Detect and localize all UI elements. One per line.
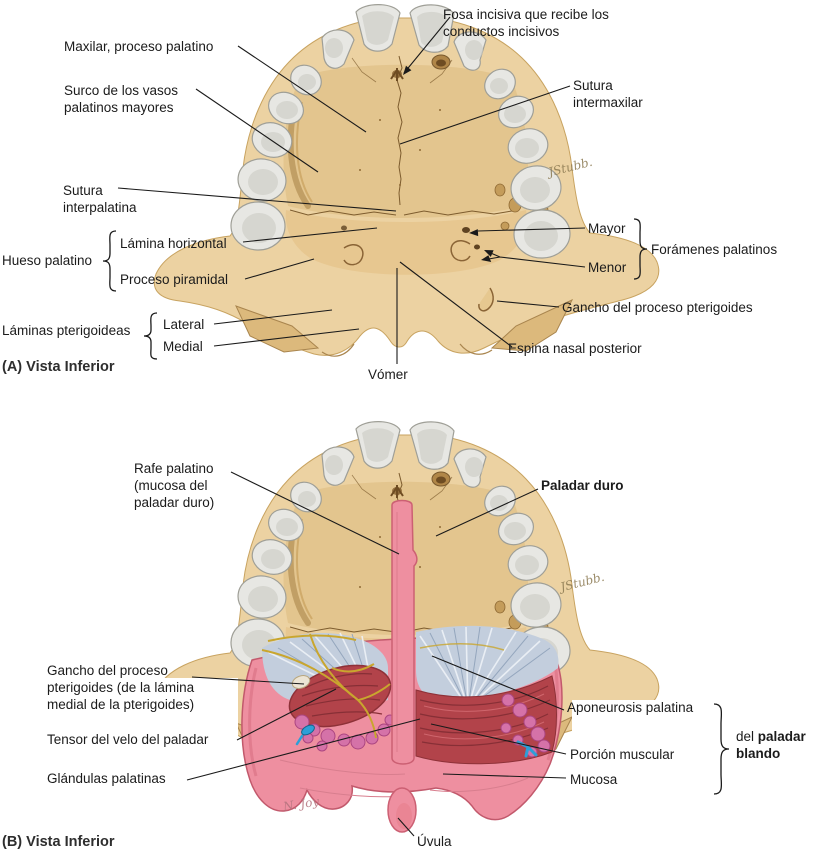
label-uvula: Úvula [417,834,452,849]
label-mucosa: Mucosa [570,772,618,787]
label-tensor-velo: Tensor del velo del paladar [47,732,209,747]
label-lamina-horizontal: Lámina horizontal [120,236,227,251]
label-gancho-pterigoides-b: Gancho del proceso pterigoides (de la lá… [47,663,195,712]
label-aponeurosis-palatina: Aponeurosis palatina [567,700,694,715]
brace-foramenes [633,218,648,280]
label-foramenes-palatinos: Forámenes palatinos [651,242,778,257]
label-maxilar-proceso: Maxilar, proceso palatino [64,39,214,54]
palatine-raphe [391,499,418,765]
label-gancho-pterigoides-a: Gancho del proceso pterigoides [562,300,753,315]
label-fosa-incisiva: Fosa incisiva que recibe los conductos i… [443,7,609,39]
label-lamina-lateral: Lateral [163,317,205,332]
label-espina-nasal: Espina nasal posterior [508,341,642,356]
label-hueso-palatino: Hueso palatino [2,253,93,268]
label-lamina-medial: Medial [163,339,203,354]
label-foramen-menor: Menor [588,260,627,275]
label-laminas-pterigoideas: Láminas pterigoideas [2,323,131,338]
label-rafe-palatino: Rafe palatino (mucosa del paladar duro) [134,461,215,510]
label-foramen-mayor: Mayor [588,221,626,236]
brace-laminas-pterigoideas [143,312,158,360]
caption-panel-b: (B) Vista Inferior [2,834,115,850]
label-glandulas-palatinas: Glándulas palatinas [47,771,166,786]
brace-paladar-blando [713,703,730,795]
label-proceso-piramidal: Proceso piramidal [120,272,229,287]
label-sutura-intermaxilar: Sutura intermaxilar [573,78,643,110]
label-del-prefix: del [736,729,758,744]
label-paladar-duro: Paladar duro [541,478,624,493]
label-sutura-interpalatina: Sutura interpalatina [63,183,137,215]
leader-lines [102,16,730,837]
label-porcion-muscular: Porción muscular [570,747,675,762]
label-del-paladar-blando: del paladar blando [736,728,814,762]
label-paladar-blando: paladar blando [736,729,806,761]
panel-b-art [120,422,688,833]
brace-hueso-palatino [102,230,117,292]
caption-panel-a: (A) Vista Inferior [2,359,115,375]
label-surco-vasos: Surco de los vasos palatinos mayores [64,83,179,115]
label-vomer: Vómer [368,367,408,382]
